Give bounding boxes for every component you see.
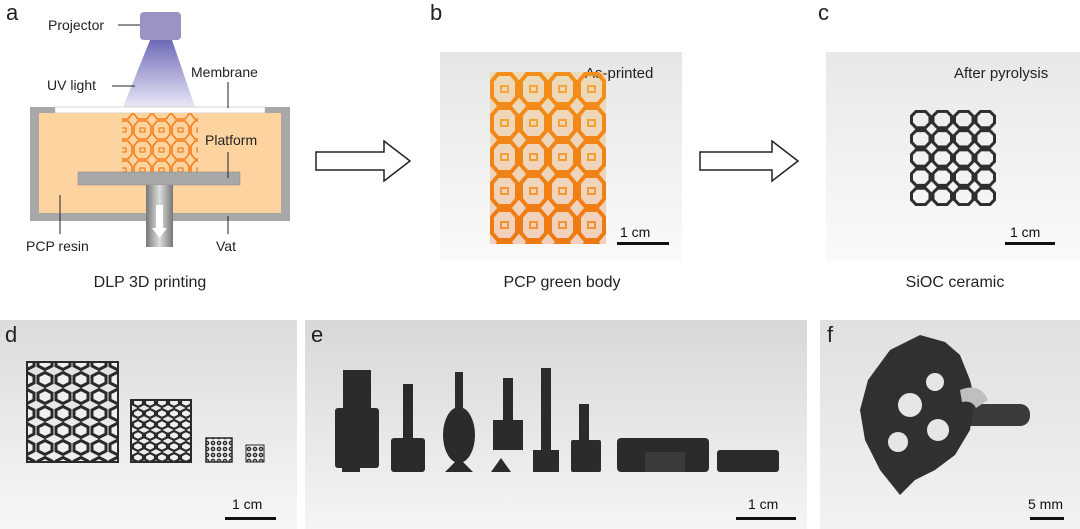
dlp-printer-schematic (30, 12, 290, 247)
leader-lines (59, 24, 229, 234)
platform (77, 171, 241, 186)
lattice-smallest (245, 444, 265, 463)
lattice-samples (26, 361, 265, 463)
scale-bar (736, 517, 796, 520)
panel-label-d: d (5, 322, 18, 347)
label-projector: Projector (48, 17, 105, 33)
ceramic-lattice (910, 110, 996, 206)
scale-bar (225, 517, 276, 520)
lattice-large (26, 361, 119, 463)
panel-label-e: e (311, 322, 324, 347)
photo-sioc-ceramic: After pyrolysis 1 cm (826, 52, 1080, 260)
panel-label-a: a (6, 0, 19, 25)
membrane (54, 106, 266, 114)
scale-bar (617, 242, 669, 245)
label-uv-light: UV light (47, 77, 97, 93)
down-arrow-icon (152, 205, 167, 238)
label-platform: Platform (205, 132, 258, 148)
lattice-medium (130, 399, 192, 463)
photo-lattices-sizes: d 1 cm (0, 320, 297, 529)
scale-bar (1030, 517, 1064, 520)
ceramic-parts (335, 368, 779, 472)
process-arrow-icon (315, 139, 412, 183)
lattice-small (205, 437, 233, 463)
scale-bar-label: 1 cm (620, 224, 651, 240)
scale-bar-label: 1 cm (232, 496, 263, 512)
orange-lattice (490, 72, 606, 244)
label-membrane: Membrane (191, 64, 258, 80)
panel-label-b: b (430, 0, 443, 25)
photo-ratchet-mechanism: f 5 mm (820, 320, 1080, 529)
caption-a: DLP 3D printing (93, 274, 207, 291)
label-pcp-resin: PCP resin (26, 238, 89, 254)
photo-green-body: As-printed 1 cm (440, 52, 682, 260)
caption-c: SiOC ceramic (905, 274, 1005, 291)
photo-title-after-pyrolysis: After pyrolysis (954, 65, 1049, 82)
printed-lattice (122, 113, 198, 173)
label-vat: Vat (216, 238, 236, 254)
uv-light-beam (123, 40, 195, 107)
panel-label-f: f (827, 322, 834, 347)
scale-bar-label: 5 mm (1028, 496, 1063, 512)
photo-complex-parts: e 1 cm (305, 320, 807, 529)
scale-bar-label: 1 cm (748, 496, 779, 512)
process-arrow-icon (699, 139, 800, 183)
scale-bar (1005, 242, 1055, 245)
panel-label-c: c (818, 0, 829, 25)
caption-b: PCP green body (503, 274, 621, 291)
scale-bar-label: 1 cm (1010, 224, 1041, 240)
ratchet-gear (860, 335, 1030, 495)
projector (140, 12, 181, 40)
